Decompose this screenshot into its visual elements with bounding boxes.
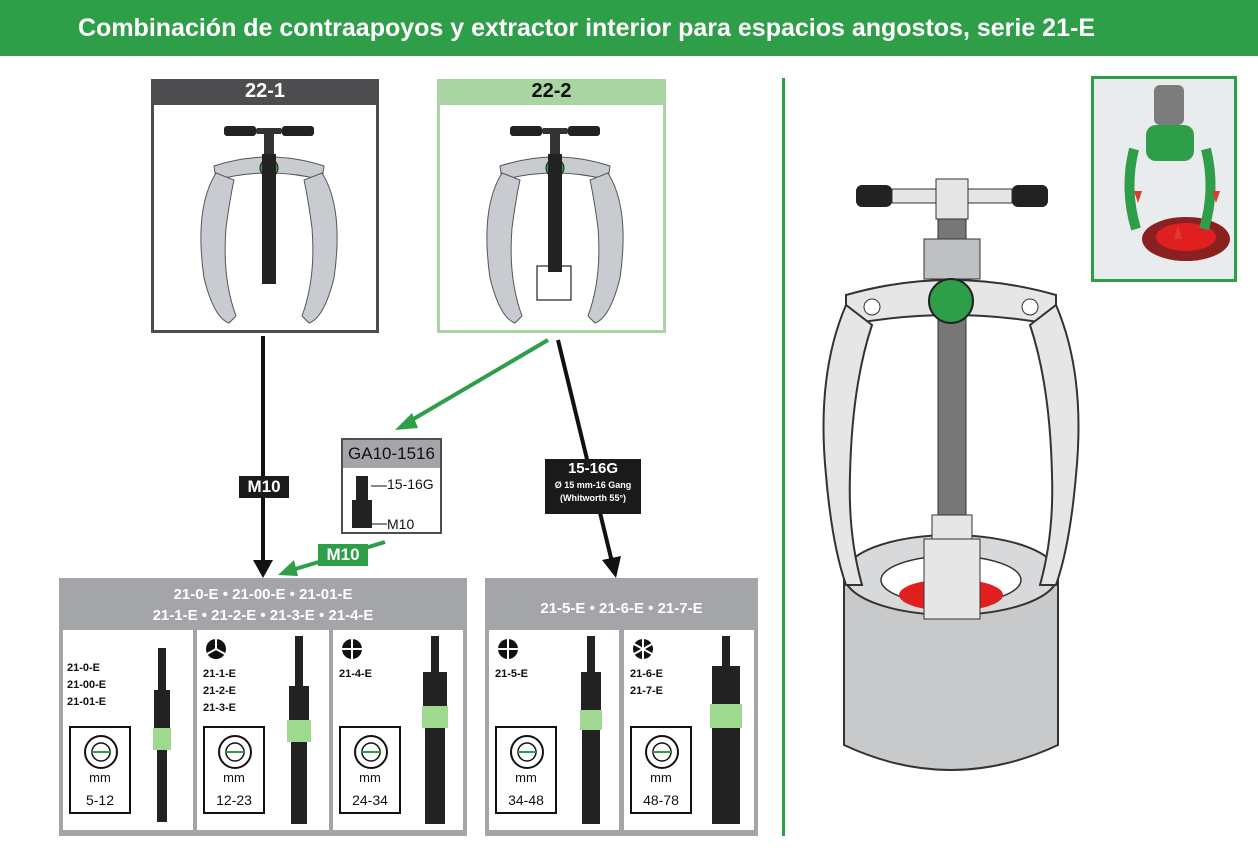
thread-label-m10-adapter: M10 xyxy=(318,544,368,566)
mascot-image xyxy=(1124,85,1230,261)
model-name: 21-4-E xyxy=(339,668,373,680)
model-name: 21-1-E xyxy=(203,668,237,680)
internal-extractor-image xyxy=(153,648,171,822)
extractor-group-left: 21-0-E • 21-00-E • 21-01-E 21-1-E • 21-2… xyxy=(59,578,467,836)
four-jaw-icon xyxy=(498,639,518,659)
thread-label-title: 15-16G xyxy=(567,460,619,477)
page-title: Combinación de contraapoyos y extractor … xyxy=(0,0,1258,56)
internal-extractor-image xyxy=(287,636,311,824)
two-jaw-puller-image xyxy=(200,126,338,324)
model-name: 21-2-E xyxy=(203,685,237,697)
internal-extractor-image xyxy=(710,636,742,824)
extractor-cell[interactable]: 21-4-E mm 24-34 xyxy=(333,630,463,830)
vertical-divider xyxy=(782,78,785,836)
thread-label-15-16g: 15-16G Ø 15 mm-16 Gang (Whitworth 55°) xyxy=(545,459,641,514)
bearing-icon xyxy=(354,735,388,769)
adapter-card[interactable]: GA10-1516 15-16G M10 xyxy=(341,438,442,534)
group-left-title-line1: 21-0-E • 21-00-E • 21-01-E xyxy=(173,586,353,603)
model-list: 21-1-E 21-2-E 21-3-E xyxy=(203,666,236,717)
size-range: 24-34 xyxy=(352,792,388,808)
size-range-box: mm 5-12 xyxy=(69,726,131,814)
mascot-inset xyxy=(1091,76,1237,282)
model-name: 21-00-E xyxy=(67,679,107,691)
puller-22-1-card[interactable]: 22-1 xyxy=(151,79,379,333)
size-range-box: mm 12-23 xyxy=(203,726,265,814)
bearing-icon xyxy=(645,735,679,769)
thread-label-line1: Ø 15 mm-16 Gang xyxy=(554,480,632,490)
adapter-image xyxy=(352,476,372,528)
model-name: 21-0-E xyxy=(67,662,101,674)
size-range-box: mm 24-34 xyxy=(339,726,401,814)
size-range: 48-78 xyxy=(643,792,679,808)
three-jaw-icon xyxy=(206,639,226,659)
model-list: 21-0-E 21-00-E 21-01-E xyxy=(67,660,106,711)
model-list: 21-5-E xyxy=(495,666,528,683)
puller-22-2-card[interactable]: 22-2 xyxy=(437,79,666,333)
model-name: 21-3-E xyxy=(203,702,237,714)
assembly-illustration xyxy=(822,178,1080,771)
puller-22-1-title: 22-1 xyxy=(151,79,379,105)
size-range-box: mm 48-78 xyxy=(630,726,692,814)
group-right-title: 21-5-E • 21-6-E • 21-7-E xyxy=(540,600,703,617)
size-range: 5-12 xyxy=(85,792,115,808)
size-unit: mm xyxy=(650,770,672,785)
extractor-cell[interactable]: 21-6-E 21-7-E mm 48-78 xyxy=(624,630,754,830)
thread-label-line2: (Whitworth 55°) xyxy=(559,493,627,503)
bearing-icon xyxy=(510,735,544,769)
puller-22-2-title: 22-2 xyxy=(437,79,666,105)
size-unit: mm xyxy=(223,770,245,785)
extractor-cell[interactable]: 21-0-E 21-00-E 21-01-E mm 5-12 xyxy=(63,630,193,830)
adapter-thread-top: 15-16G xyxy=(387,476,434,492)
model-list: 21-6-E 21-7-E xyxy=(630,666,663,700)
size-range: 12-23 xyxy=(216,792,252,808)
adapter-title: GA10-1516 xyxy=(343,440,440,468)
model-name: 21-7-E xyxy=(630,685,664,697)
size-unit: mm xyxy=(89,770,111,785)
model-name: 21-5-E xyxy=(495,668,529,680)
extractor-group-right: 21-5-E • 21-6-E • 21-7-E 21-5-E mm 34-48 xyxy=(485,578,758,836)
model-name: 21-01-E xyxy=(67,696,107,708)
extractor-cell[interactable]: 21-5-E mm 34-48 xyxy=(489,630,619,830)
adapter-thread-bottom: M10 xyxy=(387,516,415,532)
model-list: 21-4-E xyxy=(339,666,372,683)
size-unit: mm xyxy=(359,770,381,785)
two-jaw-puller-image xyxy=(486,126,624,324)
model-name: 21-6-E xyxy=(630,668,664,680)
bearing-icon xyxy=(218,735,252,769)
size-range: 34-48 xyxy=(508,792,544,808)
size-range-box: mm 34-48 xyxy=(495,726,557,814)
group-left-title-line2: 21-1-E • 21-2-E • 21-3-E • 21-4-E xyxy=(152,607,374,624)
size-unit: mm xyxy=(515,770,537,785)
leader-lines xyxy=(371,485,387,525)
bearing-icon xyxy=(84,735,118,769)
four-jaw-icon xyxy=(342,639,362,659)
thread-label-m10: M10 xyxy=(239,476,289,498)
internal-extractor-image xyxy=(580,636,602,824)
six-jaw-icon xyxy=(633,639,653,659)
internal-extractor-image xyxy=(422,636,448,824)
extractor-cell[interactable]: 21-1-E 21-2-E 21-3-E mm 12-23 xyxy=(197,630,329,830)
